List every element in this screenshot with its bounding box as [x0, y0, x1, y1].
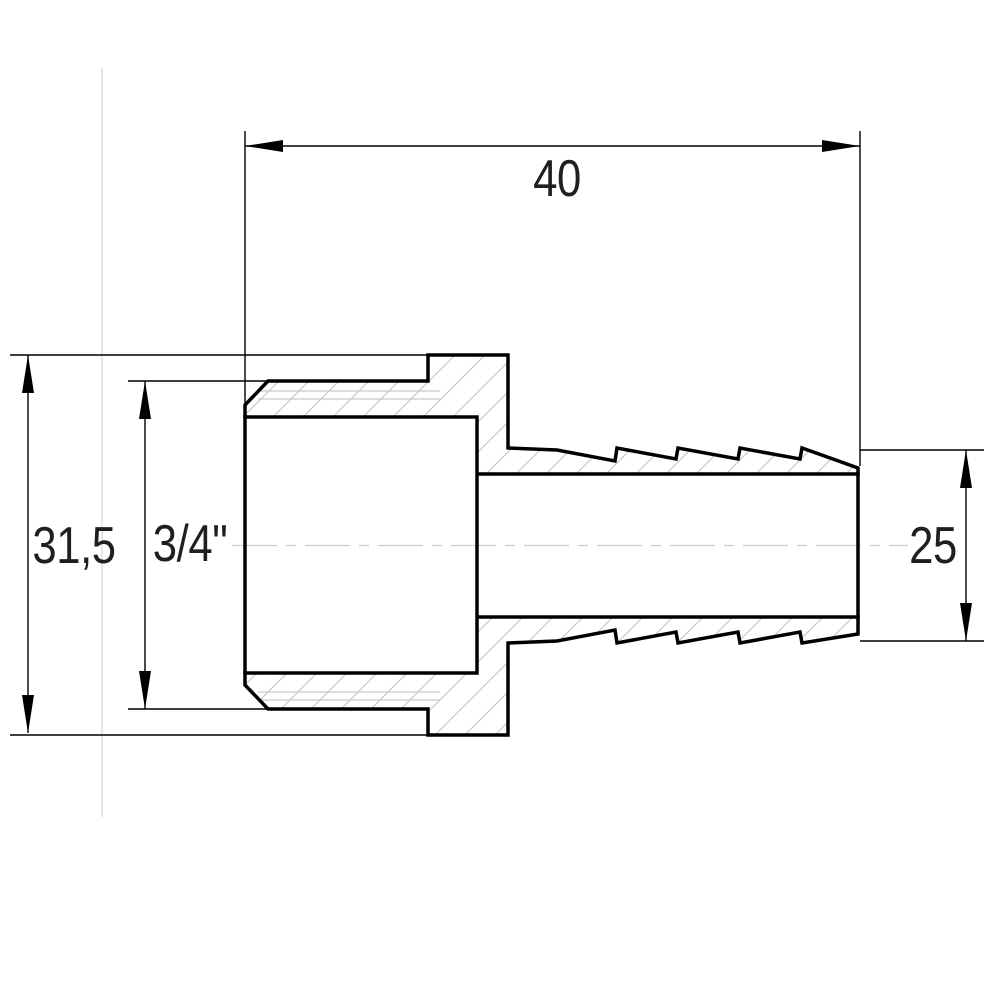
arrowhead-down [22, 695, 34, 733]
bore-profile [243, 415, 860, 675]
dim-label-barb-diameter: 25 [909, 518, 957, 575]
arrowhead-down [960, 603, 972, 641]
arrowhead-down [139, 671, 151, 709]
dimension-thin-lines [10, 131, 984, 736]
dim-label-length: 40 [533, 151, 581, 208]
thread-lines [258, 390, 440, 701]
hatch-region-lower [245, 617, 858, 735]
dimension-labels: 40 31,5 3/4" 25 [32, 151, 957, 575]
outer-profile [243, 353, 860, 737]
dimension-arrowheads [22, 140, 972, 733]
arrowhead-left [245, 140, 283, 152]
arrowhead-right [822, 140, 860, 152]
part-outline [243, 353, 860, 737]
dimension-31-5 [10, 354, 428, 736]
dimension-3-4 [128, 380, 268, 710]
arrowhead-up [22, 355, 34, 393]
arrowhead-up [960, 450, 972, 488]
section-hatching [245, 355, 858, 735]
dimension-40 [244, 131, 861, 466]
dim-label-thread: 3/4" [153, 516, 228, 573]
hatch-region-upper [245, 355, 858, 474]
arrowhead-up [139, 381, 151, 419]
dim-label-body-diameter: 31,5 [32, 518, 115, 575]
